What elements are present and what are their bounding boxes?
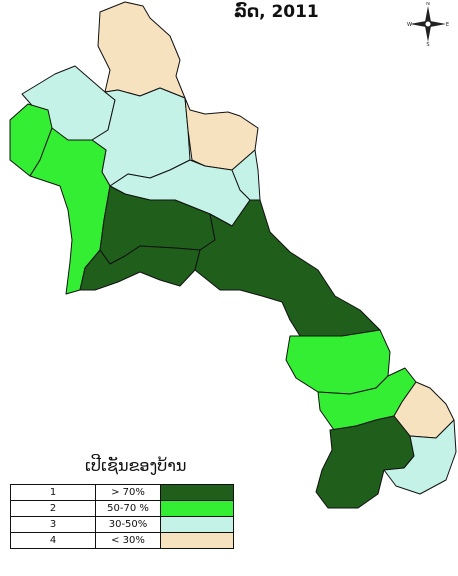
compass-n: N [426, 2, 430, 7]
legend-row-range: > 70% [95, 484, 161, 501]
region-center-main [79, 245, 201, 291]
compass-e: E [446, 22, 449, 28]
legend-row: 3 30-50% [10, 516, 234, 533]
legend-table: 1 > 70% 2 50-70 % 3 30-50% 4 < 30% [10, 484, 234, 549]
region-center-east-long [194, 199, 381, 337]
legend-row-swatch [160, 500, 234, 517]
region-north-peak [97, 1, 186, 99]
legend-row-swatch [160, 516, 234, 533]
legend-row-swatch [160, 532, 234, 549]
legend-row-number: 4 [10, 532, 96, 549]
legend-row-number: 2 [10, 500, 96, 517]
region-south-tip [383, 419, 457, 495]
compass-s: S [426, 42, 429, 46]
legend-row-range: 50-70 % [95, 500, 161, 517]
region-south-center-1 [285, 329, 391, 395]
legend-row-range: < 30% [95, 532, 161, 549]
legend-row-number: 1 [10, 484, 96, 501]
legend-row-number: 3 [10, 516, 96, 533]
compass-rose-icon: N S W E [407, 2, 449, 46]
legend-row-swatch [160, 484, 234, 501]
region-south-main [315, 415, 415, 509]
compass-w: W [407, 22, 412, 28]
legend-row: 1 > 70% [10, 484, 234, 501]
legend-row: 2 50-70 % [10, 500, 234, 517]
region-northeast [184, 97, 259, 171]
legend-row: 4 < 30% [10, 532, 234, 549]
legend-title: ເປີເຊັນຂອງບ້ານ [85, 456, 187, 475]
map-title: ລົດ, 2011 [234, 2, 319, 22]
legend-row-range: 30-50% [95, 516, 161, 533]
